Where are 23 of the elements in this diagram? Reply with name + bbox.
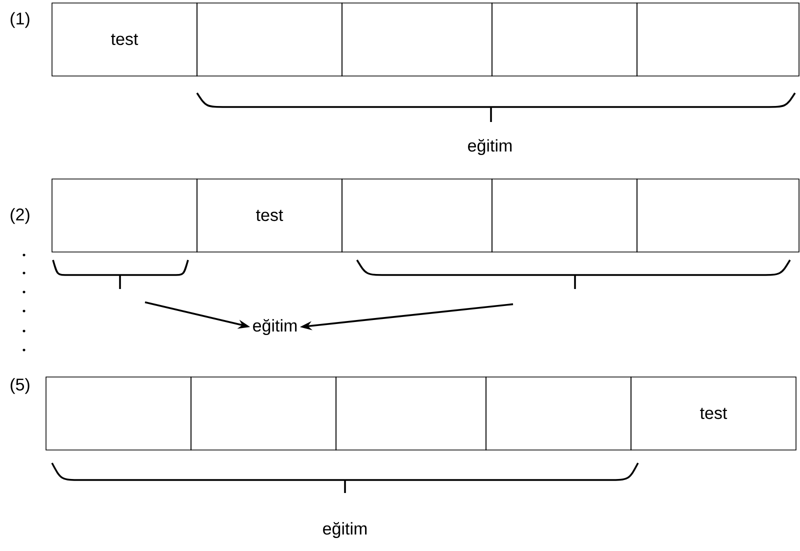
text-label: eğitim xyxy=(468,138,512,156)
empty-cell xyxy=(336,376,486,450)
test-cell: test xyxy=(630,376,796,450)
empty-cell xyxy=(342,178,492,252)
empty-cell xyxy=(492,178,638,252)
bracket xyxy=(356,259,791,290)
row-number: (1) xyxy=(10,12,30,28)
row-number: (5) xyxy=(10,378,30,394)
empty-cell xyxy=(636,2,800,76)
empty-cell xyxy=(52,178,198,252)
empty-cell xyxy=(492,2,638,76)
test-cell: test xyxy=(196,178,342,252)
text-label: eğitim xyxy=(253,318,297,336)
empty-cell xyxy=(196,2,342,76)
empty-cell xyxy=(190,376,336,450)
empty-cell xyxy=(342,2,492,76)
bracket xyxy=(52,259,189,290)
empty-cell xyxy=(46,376,192,450)
test-cell: test xyxy=(52,2,198,76)
empty-cell xyxy=(486,376,632,450)
text-label: eğitim xyxy=(323,522,367,538)
empty-cell xyxy=(636,178,800,252)
row-number: (2) xyxy=(10,208,30,224)
